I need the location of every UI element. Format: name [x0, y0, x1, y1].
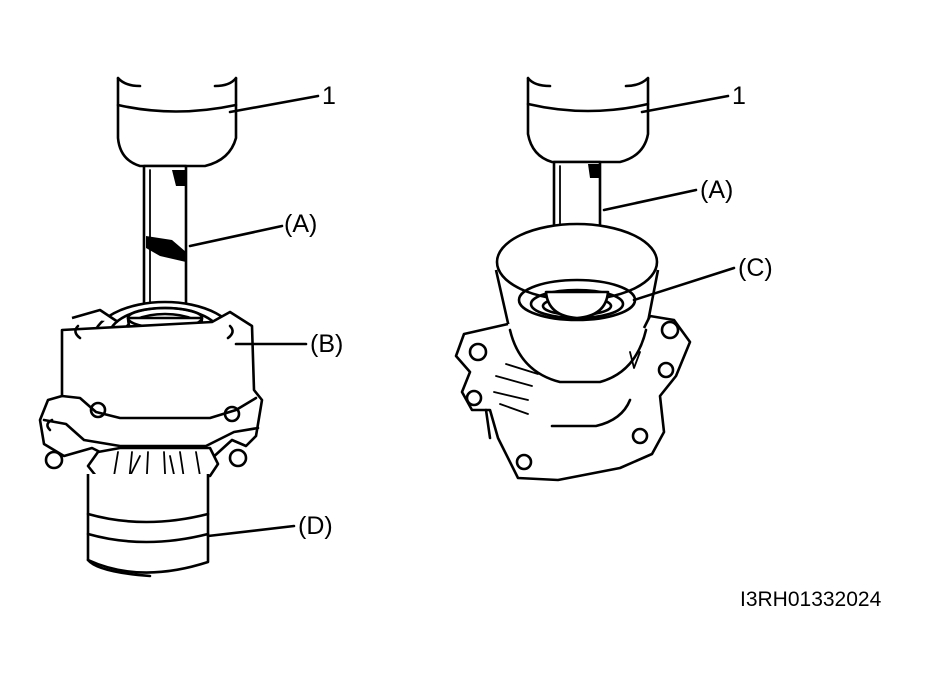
right-leader-c — [632, 266, 736, 302]
right-leader-tool — [640, 94, 730, 114]
left-leader-tool — [228, 94, 320, 114]
right-assembly: 1 (A) (C) — [454, 76, 773, 482]
right-tool-body — [526, 76, 650, 164]
left-label-b: (B) — [310, 330, 343, 358]
right-label-a: (A) — [700, 176, 733, 204]
left-leader-a — [188, 224, 284, 248]
figure-code: I3RH01332024 — [740, 588, 882, 611]
left-assembly: 1 (A) (B) (D) — [38, 76, 343, 578]
left-label-tool: 1 — [322, 82, 336, 110]
left-housing — [38, 308, 264, 470]
right-housing — [454, 314, 692, 482]
right-label-c: (C) — [738, 254, 773, 282]
left-tool-body — [116, 76, 238, 168]
right-leader-a — [602, 188, 698, 212]
left-shaft — [142, 164, 188, 320]
left-label-d: (D) — [298, 512, 333, 540]
left-label-a: (A) — [284, 210, 317, 238]
left-lower-cylinder — [86, 474, 210, 578]
left-leader-d — [206, 524, 296, 538]
right-label-tool: 1 — [732, 82, 746, 110]
